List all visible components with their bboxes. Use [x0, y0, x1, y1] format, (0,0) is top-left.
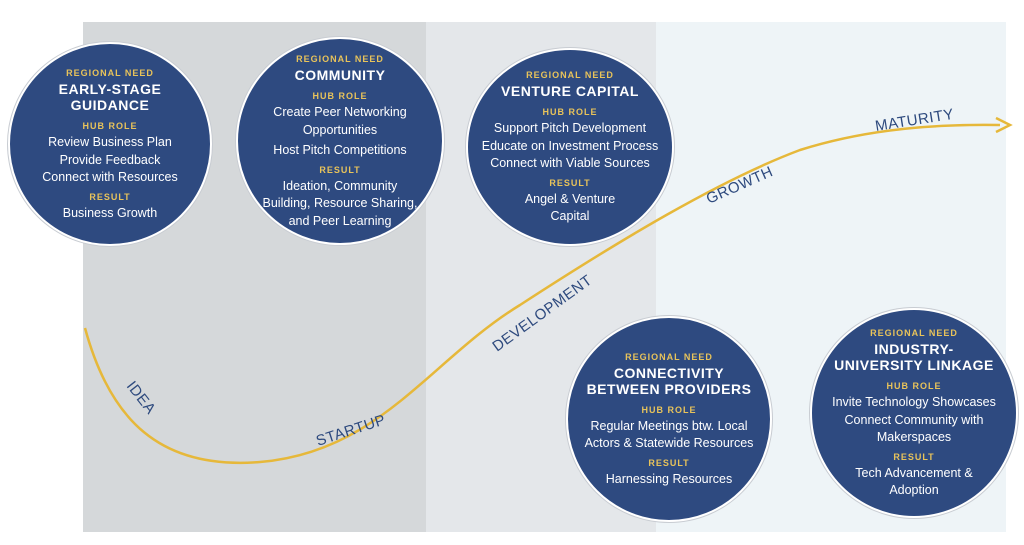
circle-title: COMMUNITY: [295, 67, 386, 83]
circle-title: INDUSTRY- UNIVERSITY LINKAGE: [834, 341, 994, 373]
arrow-head-icon: [995, 116, 1013, 134]
regional-need-tag: REGIONAL NEED: [870, 328, 958, 339]
regional-need-tag: REGIONAL NEED: [625, 351, 713, 362]
hub-role-tag: HUB ROLE: [542, 107, 598, 118]
hub-role-tag: HUB ROLE: [82, 121, 138, 131]
circle-community: REGIONAL NEED COMMUNITY HUB ROLE Create …: [236, 37, 444, 245]
title-line: CONNECTIVITY: [613, 364, 725, 381]
title-line: COMMUNITY: [294, 67, 386, 83]
result-item: Harnessing Resources: [605, 471, 733, 486]
hub-role-item: Connect with Resources: [42, 170, 178, 184]
hub-role-item: Connect Community with: [844, 412, 984, 427]
result-tag: RESULT: [893, 451, 935, 462]
hub-role-tag: HUB ROLE: [886, 381, 942, 392]
result-item: Capital: [550, 209, 590, 224]
hub-role-tag: HUB ROLE: [312, 91, 368, 101]
result-item: Tech Advancement &: [855, 465, 973, 480]
result-item: Building, Resource Sharing,: [262, 196, 418, 210]
hub-role-item: Actors & Statewide Resources: [584, 436, 754, 451]
regional-need-tag: REGIONAL NEED: [526, 70, 614, 81]
result-tag: RESULT: [89, 191, 131, 202]
hub-role-item: Host Pitch Competitions: [273, 143, 407, 157]
result-item: Ideation, Community: [282, 178, 398, 193]
title-line: INDUSTRY-: [874, 341, 954, 358]
result-item: and Peer Learning: [288, 213, 392, 228]
result-item: Angel & Venture: [524, 191, 616, 206]
stage-label-growth: GROWTH: [704, 163, 776, 208]
stage-label-startup: STARTUP: [314, 411, 388, 449]
circle-title: EARLY-STAGE GUIDANCE: [59, 81, 162, 113]
circle-connectivity-between-providers: REGIONAL NEED CONNECTIVITY BETWEEN PROVI…: [566, 316, 772, 522]
hub-role-item: Provide Feedback: [59, 152, 161, 167]
circle-title: VENTURE CAPITAL: [501, 83, 639, 99]
title-line: EARLY-STAGE: [58, 81, 162, 97]
circle-industry-university-linkage: REGIONAL NEED INDUSTRY- UNIVERSITY LINKA…: [810, 308, 1018, 518]
hub-role-item: Invite Technology Showcases: [832, 395, 996, 410]
result-tag: RESULT: [648, 457, 690, 468]
regional-need-tag: REGIONAL NEED: [66, 68, 154, 78]
title-line: GUIDANCE: [70, 97, 150, 113]
stage-label-idea: IDEA: [123, 378, 159, 418]
circle-early-stage-guidance: REGIONAL NEED EARLY-STAGE GUIDANCE HUB R…: [8, 42, 212, 246]
circle-venture-capital: REGIONAL NEED VENTURE CAPITAL HUB ROLE S…: [466, 48, 674, 246]
title-line: VENTURE CAPITAL: [501, 83, 639, 100]
hub-role-item: Educate on Investment Process: [481, 138, 659, 153]
hub-role-item: Regular Meetings btw. Local: [590, 418, 748, 433]
hub-role-item: Create Peer Networking: [273, 105, 407, 119]
title-line: UNIVERSITY LINKAGE: [834, 357, 994, 374]
hub-role-item: Review Business Plan: [48, 135, 172, 149]
result-tag: RESULT: [549, 177, 591, 188]
title-line: BETWEEN PROVIDERS: [586, 380, 752, 397]
hub-role-item: Makerspaces: [876, 430, 952, 445]
stage-label-maturity: MATURITY: [874, 106, 955, 135]
lifecycle-curve: [83, 123, 1001, 465]
result-item: Business Growth: [62, 205, 158, 220]
result-tag: RESULT: [319, 164, 361, 175]
result-item: Adoption: [889, 483, 939, 498]
regional-need-tag: REGIONAL NEED: [296, 54, 384, 64]
hub-role-item: Opportunities: [302, 122, 378, 137]
hub-role-item: Connect with Viable Sources: [490, 156, 650, 171]
circle-title: CONNECTIVITY BETWEEN PROVIDERS: [587, 365, 752, 397]
hub-role-item: Support Pitch Development: [493, 121, 647, 136]
hub-role-tag: HUB ROLE: [641, 404, 697, 415]
